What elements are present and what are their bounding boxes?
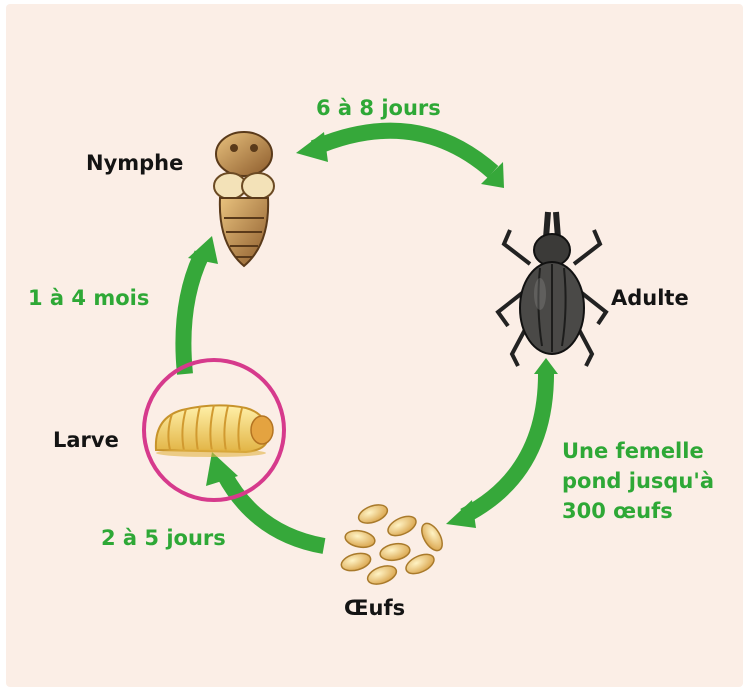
- stage-label-larve: Larve: [53, 428, 119, 452]
- lifecycle-panel: Nymphe Adulte Œufs Larve 6 à 8 jours 1 à…: [6, 4, 743, 687]
- arrow-larve-to-nymphe: [183, 236, 218, 374]
- duration-larve-to-nymphe: 1 à 4 mois: [28, 286, 149, 310]
- note-line-2: pond jusqu'à: [562, 466, 714, 496]
- eggs-icon: [339, 501, 446, 587]
- note-line-1: Une femelle: [562, 436, 714, 466]
- stage-label-nymphe: Nymphe: [86, 151, 183, 175]
- larva-icon: [156, 405, 273, 457]
- note-line-3: 300 œufs: [562, 496, 714, 526]
- weevil-icon: [498, 212, 606, 366]
- arrow-nymphe-to-adulte: [296, 131, 504, 188]
- stage-label-adulte: Adulte: [611, 286, 689, 310]
- pupa-icon: [214, 132, 274, 266]
- duration-oeufs-to-larve: 2 à 5 jours: [101, 526, 226, 550]
- egg-laying-note: Une femelle pond jusqu'à 300 œufs: [562, 436, 714, 526]
- arrow-adulte-to-oeufs: [446, 358, 558, 528]
- stage-label-oeufs: Œufs: [344, 596, 405, 620]
- duration-nymphe-to-adulte: 6 à 8 jours: [316, 96, 441, 120]
